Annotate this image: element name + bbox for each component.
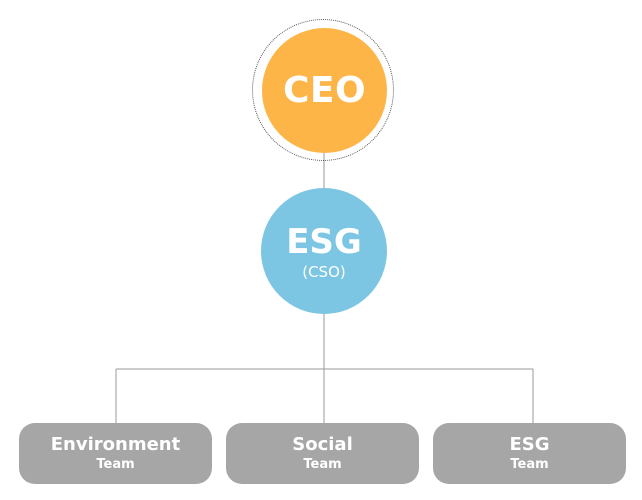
- cso-node: ESG (CSO): [261, 188, 387, 314]
- team-label: Team: [303, 457, 342, 472]
- cso-subtitle: (CSO): [302, 262, 346, 281]
- team-label: Team: [510, 457, 549, 472]
- team-label: Team: [96, 457, 135, 472]
- ceo-dotted-ring: [252, 19, 394, 161]
- ceo-node: CEO: [262, 28, 387, 153]
- team-name: Social: [292, 434, 353, 455]
- team-name: Environment: [50, 434, 181, 455]
- team-social: Social Team: [226, 423, 419, 484]
- ceo-title: CEO: [282, 69, 367, 111]
- team-name: ESG: [509, 434, 550, 455]
- team-esg: ESG Team: [433, 423, 626, 484]
- cso-title: ESG: [286, 221, 362, 262]
- team-environment: Environment Team: [19, 423, 212, 484]
